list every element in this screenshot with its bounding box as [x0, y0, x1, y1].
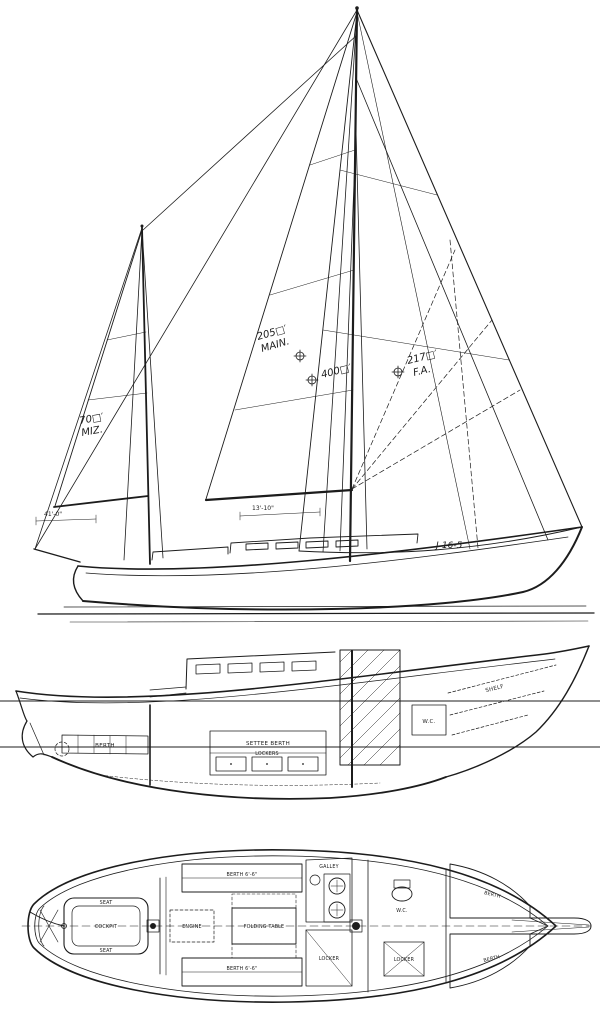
v-berths [449, 863, 549, 989]
berth-port-label: BERTH 6'-6" [227, 872, 258, 878]
settee-berth-label: SETTEE BERTH [246, 741, 290, 747]
folding-table [231, 893, 297, 959]
wc-label-profile: W.C. [422, 719, 435, 725]
profile-cabin [149, 651, 336, 698]
sail-outlines [54, 11, 583, 554]
wc-counter [411, 704, 447, 736]
construction-dashed-lines [351, 239, 521, 549]
locker-fwd-label: LOCKER [394, 957, 415, 963]
hatched-bulkhead [339, 649, 401, 766]
fore-area-label: 217□′ [406, 349, 439, 367]
seat-stbd-label: SEAT [100, 948, 113, 954]
forward-shelves-dashed [99, 664, 557, 786]
seat-port-label: SEAT [100, 900, 113, 906]
profile-masts [149, 650, 353, 788]
sail-plan-annotations: 205□′ MAIN. 400□′ 217□′ F.A. 70□′ MIZ [35, 324, 463, 551]
total-area-label: 400□′ [320, 363, 353, 381]
locker-aft-label: LOCKER [319, 956, 340, 962]
cockpit [29, 897, 149, 955]
table-label: FOLDING TABLE [244, 924, 285, 930]
mizzen-name-label: MIZ. [81, 424, 104, 439]
profile-waterlines [0, 700, 600, 748]
cabin-trunk [151, 533, 419, 561]
profile-view: BERTH SETTEE BERTH LOCKERS W.C. SHELF [0, 645, 600, 800]
center-of-effort-total-icon [305, 373, 319, 387]
dim-aft-label: 41'-0" [44, 511, 62, 518]
vberth-stbd-label: BERTH [483, 954, 501, 964]
vberth-port-label: BERTH [483, 890, 501, 900]
mizzen-mast-section [146, 919, 160, 933]
bridge-deck-lines [159, 876, 167, 976]
galley [305, 857, 353, 923]
center-of-effort-fore-icon [391, 365, 405, 379]
deck-plan-view: COCKPIT SEAT SEAT ENGINE BERTH 6'-6" BER… [21, 849, 592, 1003]
engine-label: ENGINE [182, 924, 202, 930]
profile-labels: BERTH SETTEE BERTH LOCKERS W.C. SHELF [95, 684, 504, 757]
shelf-label: SHELF [485, 684, 505, 694]
dim-mid-label: 13'-10" [252, 505, 274, 512]
fore-name-label: F.A. [412, 364, 432, 379]
galley-label: GALLEY [319, 864, 339, 870]
cockpit-label: COCKPIT [95, 924, 117, 930]
wc-label-plan: W.C. [396, 908, 407, 914]
plan-labels: COCKPIT SEAT SEAT ENGINE BERTH 6'-6" BER… [95, 864, 501, 972]
main-mast [348, 6, 359, 563]
settee-and-drawers [209, 730, 327, 776]
sail-plan-view: 205□′ MAIN. 400□′ 217□′ F.A. 70□′ MIZ [33, 6, 595, 623]
head-compartment [367, 859, 447, 993]
stern-lazarette [38, 905, 59, 947]
engine-box-dashed [169, 909, 215, 943]
mizzen-area-label: 70□′ [79, 412, 106, 427]
berth-stbd-label: BERTH 6'-6" [227, 966, 258, 972]
sail-seam-lines [87, 149, 510, 411]
hull-profile [72, 526, 583, 611]
aft-locker-plan [305, 929, 353, 987]
lockers-label: LOCKERS [255, 751, 279, 757]
aft-berth [61, 734, 149, 755]
design-number-label: J-16-5 [434, 541, 463, 551]
standing-rigging [34, 9, 583, 561]
berth-aft-label: BERTH [95, 743, 115, 749]
main-mast-section [349, 919, 363, 933]
profile-hull [15, 645, 590, 800]
dimension-lines [35, 507, 321, 526]
mizzen-mast [140, 224, 151, 565]
booms [33, 488, 354, 563]
waterline-lines [37, 605, 595, 623]
center-of-effort-main-icon [293, 349, 307, 363]
